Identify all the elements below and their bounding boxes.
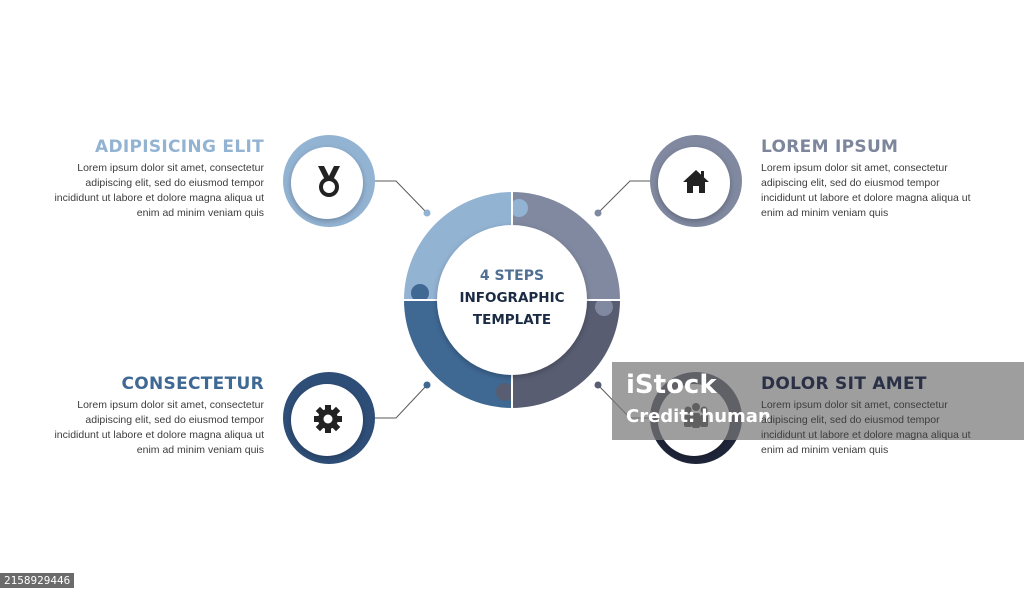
connector-dot-step1 bbox=[423, 209, 431, 217]
puzzle-tab-top bbox=[510, 199, 528, 217]
home-icon bbox=[683, 170, 709, 193]
connector-dot-step2 bbox=[594, 209, 602, 217]
watermark-credit: Credit: human bbox=[626, 406, 771, 427]
puzzle-tab-right bbox=[595, 298, 613, 316]
medal-icon bbox=[318, 166, 340, 197]
center-disc bbox=[437, 225, 587, 375]
gear-icon bbox=[314, 405, 342, 433]
center-line-1: 4 STEPS bbox=[479, 268, 545, 284]
connector-step3 bbox=[375, 384, 428, 419]
step4-body: Lorem ipsum dolor sit amet, consectetur … bbox=[761, 399, 971, 456]
connector-step2 bbox=[597, 180, 650, 214]
step3-title: CONSECTETUR bbox=[121, 374, 264, 394]
step1-title: ADIPISICING ELIT bbox=[94, 137, 264, 157]
connector-dot-step4 bbox=[594, 381, 602, 389]
puzzle-tab-left bbox=[411, 284, 429, 302]
stock-id-label: 2158929446 bbox=[0, 573, 75, 588]
watermark-overlay: iStock Credit: human bbox=[612, 362, 1024, 440]
connector-step1 bbox=[375, 180, 428, 214]
center-line-2: INFOGRAPHIC bbox=[459, 290, 565, 306]
step2-body: Lorem ipsum dolor sit amet, consectetur … bbox=[761, 162, 971, 219]
step3-body: Lorem ipsum dolor sit amet, consectetur … bbox=[54, 399, 264, 456]
puzzle-tab-bottom bbox=[496, 383, 514, 401]
step4-title: DOLOR SIT AMET bbox=[761, 374, 927, 394]
step1-body: Lorem ipsum dolor sit amet, consectetur … bbox=[54, 162, 264, 219]
watermark-brand: iStock bbox=[626, 370, 717, 400]
puzzle-ring bbox=[404, 192, 620, 408]
connector-dots bbox=[423, 209, 602, 389]
step2-title: LOREM IPSUM bbox=[761, 137, 899, 157]
connector-dot-step3 bbox=[423, 381, 431, 389]
center-line-3: TEMPLATE bbox=[472, 312, 552, 328]
